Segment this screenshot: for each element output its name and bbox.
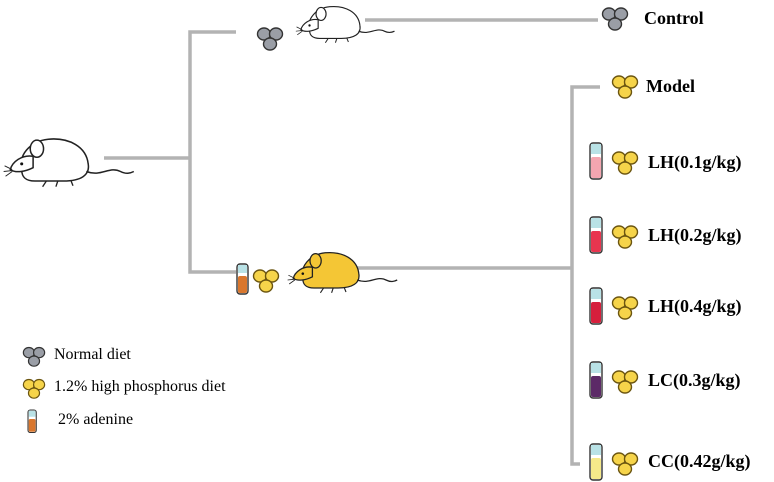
legend-label-high-phosphorus: 1.2% high phosphorus diet (54, 378, 226, 395)
group-label-lh-high: LH(0.4g/kg) (648, 296, 742, 316)
legend-label-normal: Normal diet (54, 346, 131, 363)
connector-lines (104, 18, 600, 466)
pellet-icon (601, 7, 629, 31)
pellet-icon (611, 452, 639, 476)
pellet-icon (611, 370, 639, 394)
tube-icon (589, 142, 603, 180)
group-rows (589, 7, 639, 481)
group-label-lh-low: LH(0.1g/kg) (648, 152, 742, 172)
pellet-icon (252, 269, 280, 293)
legend-label-adenine: 2% adenine (58, 411, 134, 428)
group-label-lc: LC(0.3g/kg) (648, 370, 741, 390)
tube-icon (236, 263, 249, 295)
tube-icon (589, 216, 603, 254)
legend-high-phosphorus-pellet-icon (22, 378, 46, 399)
legend-adenine-tube-icon (27, 409, 37, 434)
pellet-icon (611, 296, 639, 320)
pellet-icon (611, 151, 639, 175)
mouse-icon (286, 251, 398, 294)
tube-icon (589, 361, 603, 399)
mouse-icon (2, 138, 135, 188)
tube-icon (589, 287, 603, 325)
mouse-icon (295, 5, 396, 44)
tube-icon (589, 443, 603, 481)
group-label-model: Model (646, 76, 695, 96)
group-label-control: Control (644, 8, 704, 28)
group-label-lh-mid: LH(0.2g/kg) (648, 225, 742, 245)
pellet-icon (611, 225, 639, 249)
group-label-cc: CC(0.42g/kg) (648, 451, 751, 471)
pellet-icon (256, 27, 284, 51)
pellet-icon (611, 75, 639, 99)
legend-normal-pellet-icon (22, 346, 46, 367)
